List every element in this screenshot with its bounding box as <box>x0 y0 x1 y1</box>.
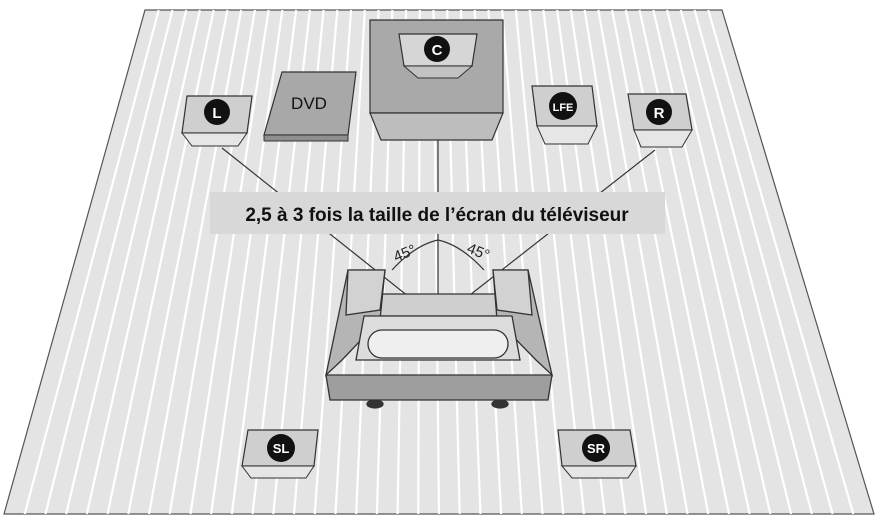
floor-plank-line <box>210 9 284 515</box>
caption-text: 2,5 à 3 fois la taille de l’écran du tél… <box>245 205 629 226</box>
distance-caption: 2,5 à 3 fois la taille de l’écran du tél… <box>210 192 665 234</box>
floor-plank-line <box>168 9 256 515</box>
floor-plank-line <box>334 9 366 515</box>
floor-plank-line <box>44 9 174 515</box>
badge-L-text: L <box>212 105 221 122</box>
floor-plank-line <box>147 9 243 515</box>
floor-plank-line <box>106 9 215 515</box>
floor-plank-line <box>679 9 813 515</box>
badge-C: C <box>424 36 450 62</box>
badge-R-text: R <box>654 105 665 122</box>
floor-plank-line <box>707 9 855 515</box>
floor-plank-line <box>85 9 202 515</box>
badge-SL: SL <box>267 434 295 462</box>
badge-R: R <box>646 99 672 125</box>
floor-plank-line <box>189 9 270 515</box>
badge-C-text: C <box>432 42 443 59</box>
badge-L: L <box>204 99 230 125</box>
floor-plank-line <box>693 9 834 515</box>
floor-plank-line <box>597 9 689 515</box>
sight-lines <box>221 130 656 321</box>
floor-plank-line <box>65 9 188 515</box>
badge-LFE: LFE <box>549 92 577 120</box>
badge-SR-text: SR <box>587 441 606 456</box>
floor-plank-line <box>23 9 160 515</box>
badge-LFE-text: LFE <box>553 102 574 114</box>
dvd-label: DVD <box>291 94 327 113</box>
floor-plank-line <box>514 9 565 515</box>
floor-plank-line <box>501 9 544 515</box>
badge-SL-text: SL <box>273 441 290 456</box>
floor-plank-line <box>127 9 229 515</box>
sofa <box>324 269 554 409</box>
floor-plank-line <box>583 9 668 515</box>
badge-SR: SR <box>582 434 610 462</box>
floor-plank-line <box>665 9 793 515</box>
dvd-player: DVD <box>263 71 357 142</box>
